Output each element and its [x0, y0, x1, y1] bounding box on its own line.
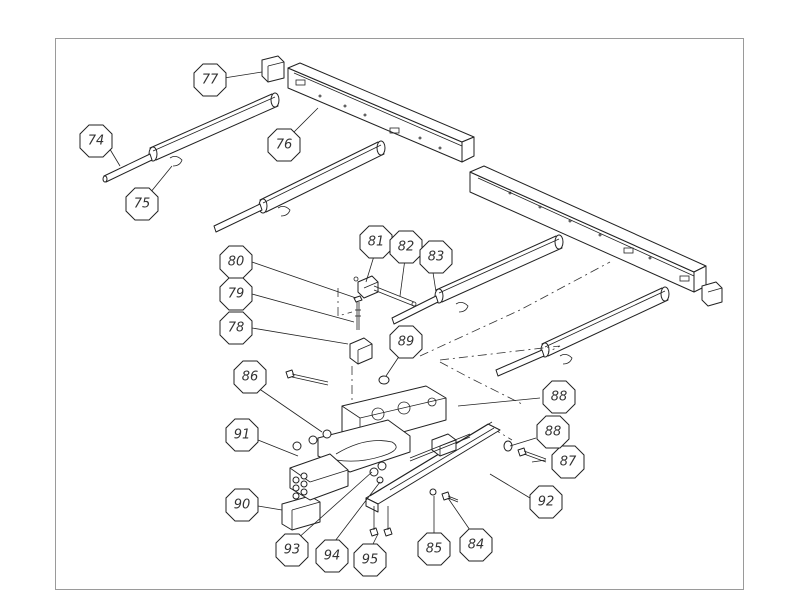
bolt-95 [369, 506, 393, 537]
nuts-93-94 [369, 461, 387, 484]
frame-beam-upper [287, 62, 475, 163]
callout-93: 93 [275, 533, 309, 567]
callout-label: 82 [398, 240, 415, 255]
callout-label: 88 [545, 425, 562, 440]
callout-label: 81 [368, 235, 385, 250]
spacer-89 [378, 375, 390, 385]
callout-label: 78 [228, 321, 245, 336]
frame-beam-lower [469, 165, 707, 293]
callout-label: 94 [324, 549, 341, 564]
nut-86 [322, 429, 332, 439]
carriage-block-90 [281, 495, 321, 531]
screw-84 [441, 491, 459, 503]
bolt-87 [517, 447, 547, 463]
block-78 [349, 337, 373, 365]
bolt-stack-91 [292, 435, 318, 500]
callout-76: 76 [267, 128, 301, 162]
callout-label: 77 [202, 73, 219, 88]
callout-86: 86 [233, 360, 267, 394]
pin-left [285, 369, 329, 386]
callout-label: 85 [426, 542, 443, 557]
callout-label: 90 [234, 498, 251, 513]
end-cap-lower [701, 281, 723, 307]
pin-82 [373, 285, 417, 307]
roller-lower-1 [391, 234, 564, 325]
drawing-frame [55, 38, 744, 590]
callout-87: 87 [551, 445, 585, 479]
carriage-bracket [317, 419, 411, 473]
callout-95: 95 [353, 543, 387, 577]
callout-81: 81 [359, 225, 393, 259]
callout-82: 82 [389, 230, 423, 264]
callout-78: 78 [219, 311, 253, 345]
washer-85 [429, 488, 437, 496]
callout-label: 92 [538, 495, 555, 510]
callout-83: 83 [419, 240, 453, 274]
callout-90: 90 [225, 488, 259, 522]
callout-badges: 74 75 76 77 78 79 80 81 [79, 63, 585, 577]
callout-label: 88 [551, 390, 568, 405]
shaft-74 [102, 153, 153, 183]
callout-label: 86 [242, 370, 259, 385]
threaded-rod [409, 433, 471, 462]
callout-80: 80 [219, 245, 253, 279]
callout-label: 89 [398, 335, 415, 350]
callout-label: 84 [468, 538, 485, 553]
clip-75 [169, 156, 183, 167]
carriage-arm [289, 453, 349, 501]
callout-85: 85 [417, 532, 451, 566]
callout-89: 89 [389, 325, 423, 359]
callout-label: 91 [234, 428, 251, 443]
callout-88-upper: 88 [542, 380, 576, 414]
roller-upper-2 [213, 140, 386, 233]
callout-75: 75 [125, 187, 159, 221]
roller-lower-2 [495, 286, 670, 377]
callout-77: 77 [193, 63, 227, 97]
end-cap-upper [261, 55, 285, 83]
washer-88 [503, 440, 513, 452]
leader-lines [107, 71, 547, 551]
callout-88-lower: 88 [536, 415, 570, 449]
callout-74: 74 [79, 124, 113, 158]
callout-84: 84 [459, 528, 493, 562]
callout-label: 83 [428, 250, 445, 265]
callout-label: 80 [228, 255, 245, 270]
callout-label: 76 [276, 138, 293, 153]
callout-label: 79 [228, 287, 245, 302]
callout-label: 75 [134, 197, 151, 212]
bolt-79 [353, 295, 363, 330]
callout-92: 92 [529, 485, 563, 519]
callout-label: 87 [560, 455, 577, 470]
callout-label: 74 [88, 134, 105, 149]
callout-79: 79 [219, 277, 253, 311]
callout-label: 93 [284, 543, 301, 558]
roller-upper-1 [148, 92, 280, 162]
callout-94: 94 [315, 539, 349, 573]
callout-91: 91 [225, 418, 259, 452]
clamp-81 [353, 275, 379, 299]
callout-label: 95 [362, 553, 379, 568]
